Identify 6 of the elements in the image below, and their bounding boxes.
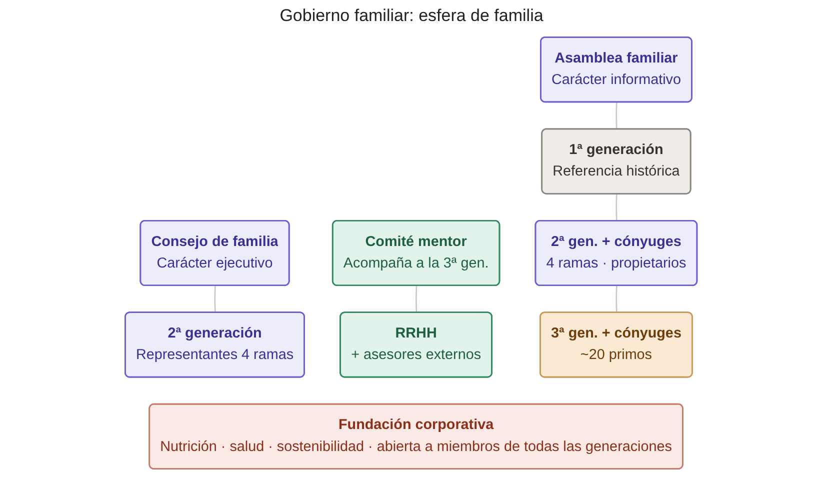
diagram-title: Gobierno familiar: esfera de familia [278, 6, 544, 26]
connector [616, 286, 618, 313]
connector [214, 286, 216, 313]
connector [616, 102, 618, 130]
connector [416, 286, 418, 313]
connector [616, 194, 618, 222]
